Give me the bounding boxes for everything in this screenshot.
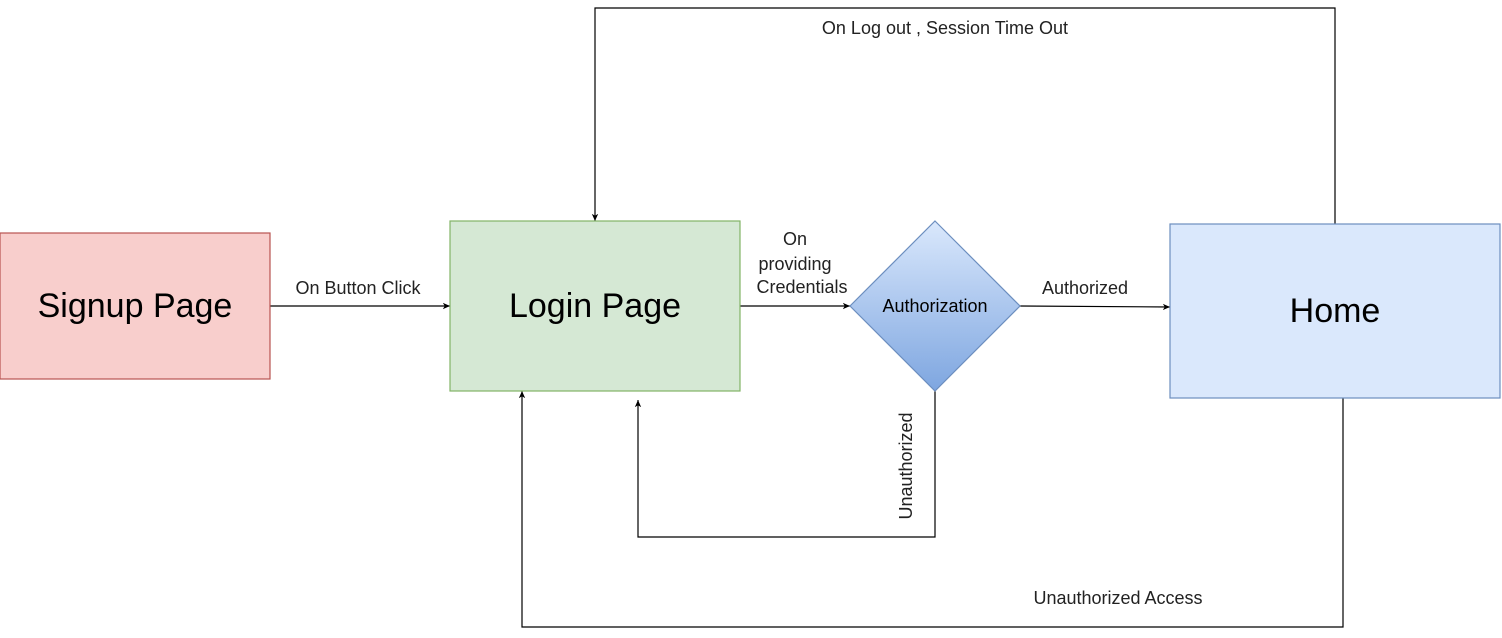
signup-page-box [0, 232, 271, 380]
edge-home-to-login-unauthorized-access [518, 391, 1344, 628]
edge-authorization-to-home [1019, 303, 1171, 311]
home-label: Home [1290, 292, 1381, 330]
signup-page-label: Signup Page [38, 287, 233, 325]
node-signup-page: Signup Page [0, 232, 271, 380]
edge-label-on-button-click: On Button Click [295, 278, 421, 298]
home-box [1169, 223, 1501, 399]
edge-label-providing: providing [758, 254, 831, 274]
edge-label-authorized: Authorized [1042, 278, 1128, 298]
authorization-label: Authorization [882, 296, 987, 316]
authorization-diamond [849, 220, 1021, 392]
edge-home-to-login-logout [591, 7, 1336, 224]
edge-label-unauthorized-access: Unauthorized Access [1033, 588, 1202, 608]
node-home: Home [1169, 223, 1501, 399]
node-login-page: Login Page [449, 220, 741, 392]
login-page-label: Login Page [509, 287, 681, 325]
edge-label-logout-session-timeout: On Log out , Session Time Out [822, 18, 1068, 38]
edge-authorization-to-login [634, 390, 936, 538]
edge-label-unauthorized: Unauthorized [896, 412, 916, 519]
node-authorization: Authorization [849, 220, 1021, 392]
edge-label-credentials: Credentials [756, 277, 847, 297]
edge-label-on: On [783, 229, 807, 249]
login-page-box [449, 220, 741, 392]
